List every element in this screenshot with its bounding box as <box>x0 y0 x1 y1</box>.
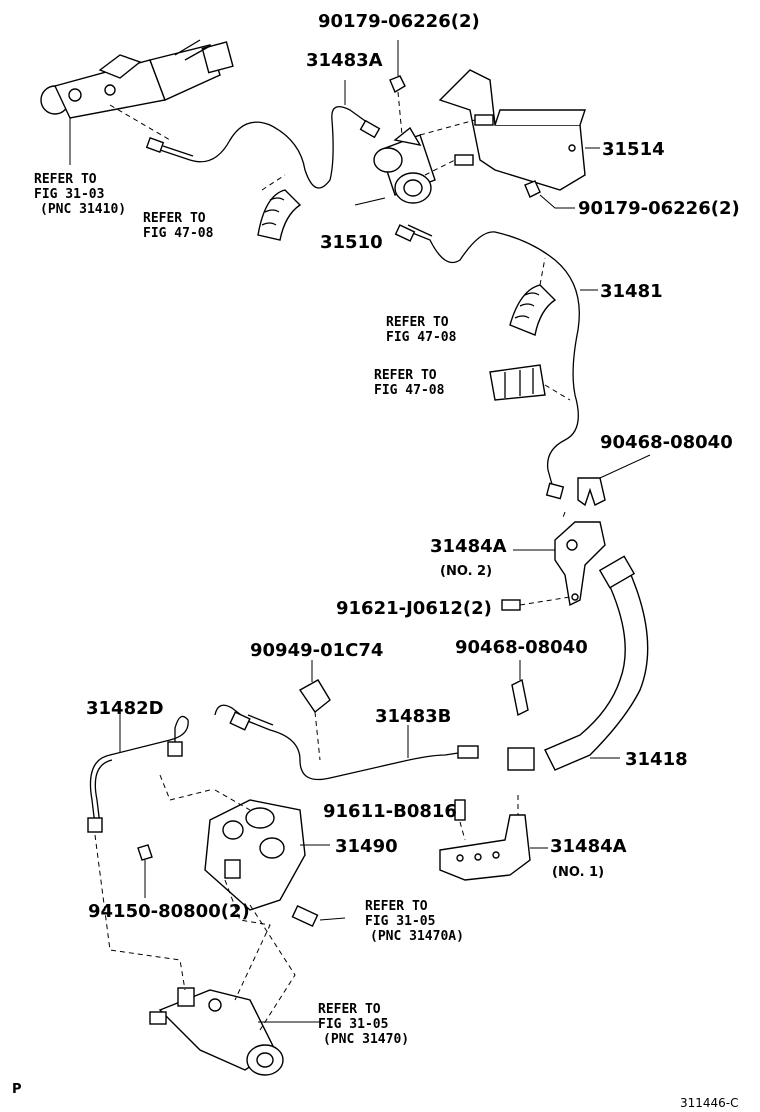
ref-line: REFER TO <box>365 899 428 914</box>
nut-90179-right <box>524 180 575 209</box>
part-number-31484a-no2: 31484A <box>430 536 507 557</box>
part-number-91611: 91611-B0816 <box>323 801 457 822</box>
footer-figure-code: 311446-C <box>680 1096 739 1110</box>
part-number-91621: 91621-J0612(2) <box>336 598 492 619</box>
part-number-31484a-no1: 31484A <box>550 836 627 857</box>
ref-line: FIG 31-05 <box>318 1017 388 1032</box>
ref-line: REFER TO <box>34 172 97 187</box>
ref-note-31-05-a: REFER TO FIG 31-05 (PNC 31470A) <box>365 899 464 944</box>
clip-90468-mid <box>511 660 529 717</box>
bolt-91611 <box>454 799 466 841</box>
ref-line: REFER TO <box>143 211 206 226</box>
bolt-91621 <box>501 596 571 611</box>
note-no2: (NO. 2) <box>440 564 492 579</box>
pipe-clamp-a <box>257 189 302 241</box>
ref-note-31-03: REFER TO FIG 31-03 (PNC 31410) <box>34 172 126 217</box>
part-number-90949: 90949-01C74 <box>250 640 383 661</box>
part-number-31490: 31490 <box>335 836 398 857</box>
part-number-90179-top: 90179-06226(2) <box>318 11 480 32</box>
part-number-31481: 31481 <box>600 281 663 302</box>
ref-line: REFER TO <box>318 1002 381 1017</box>
part-number-90179-right: 90179-06226(2) <box>578 198 740 219</box>
leader-dash <box>109 104 171 141</box>
ref-line: REFER TO <box>374 368 437 383</box>
bracket-31514 <box>438 69 586 191</box>
valve-assembly-31490 <box>204 799 306 911</box>
ref-line: FIG 47-08 <box>386 330 457 345</box>
pipe-31481 <box>404 229 580 489</box>
part-number-31514: 31514 <box>602 139 665 160</box>
clutch-damper-31510 <box>373 126 436 204</box>
ref-line: FIG 31-05 <box>365 914 435 929</box>
ref-line: FIG 31-03 <box>34 187 104 202</box>
pipe-clamp-c <box>489 364 546 401</box>
fitting-31470a <box>291 904 346 928</box>
bracket-31484a-no2 <box>554 521 606 607</box>
ref-note-47-08-b: REFER TO FIG 47-08 <box>386 315 457 345</box>
part-number-31418: 31418 <box>625 749 688 770</box>
pipe-31483a <box>159 106 376 189</box>
part-number-94150: 94150-80800(2) <box>88 901 250 922</box>
pipe-clamp-b <box>509 284 557 336</box>
leader-31510 <box>354 197 386 206</box>
ref-note-47-08-c: REFER TO FIG 47-08 <box>374 368 445 398</box>
note-no1: (NO. 1) <box>552 865 604 880</box>
footer-page-letter: P <box>12 1082 22 1097</box>
part-number-31483a: 31483A <box>306 50 383 71</box>
ref-line: REFER TO <box>386 315 449 330</box>
ref-line: (PNC 31470) <box>323 1032 409 1047</box>
nut-94150 <box>137 844 153 898</box>
bracket-31484a-no1 <box>439 814 531 881</box>
part-number-31510: 31510 <box>320 232 383 253</box>
ref-line: (PNC 31410) <box>40 202 126 217</box>
pipe-31483b <box>244 719 466 781</box>
part-number-31483b: 31483B <box>375 706 451 727</box>
flexible-hose-31418 <box>507 555 649 771</box>
clutch-master-cylinder <box>40 39 234 119</box>
part-number-90468-mid: 90468-08040 <box>455 637 588 658</box>
pipe-31482d <box>89 715 189 826</box>
part-number-31482d: 31482D <box>86 698 164 719</box>
ref-line: (PNC 31470A) <box>370 929 464 944</box>
part-number-90468-top: 90468-08040 <box>600 432 733 453</box>
clutch-release-cylinder <box>149 987 284 1076</box>
switch-90949 <box>298 660 331 714</box>
ref-note-31-05-b: REFER TO FIG 31-05 (PNC 31470) <box>318 1002 409 1047</box>
ref-line: FIG 47-08 <box>143 226 214 241</box>
nut-90179-top <box>389 40 406 94</box>
clip-90468-top <box>577 454 651 507</box>
ref-note-47-08-a: REFER TO FIG 47-08 <box>143 211 214 241</box>
ref-line: FIG 47-08 <box>374 383 445 398</box>
